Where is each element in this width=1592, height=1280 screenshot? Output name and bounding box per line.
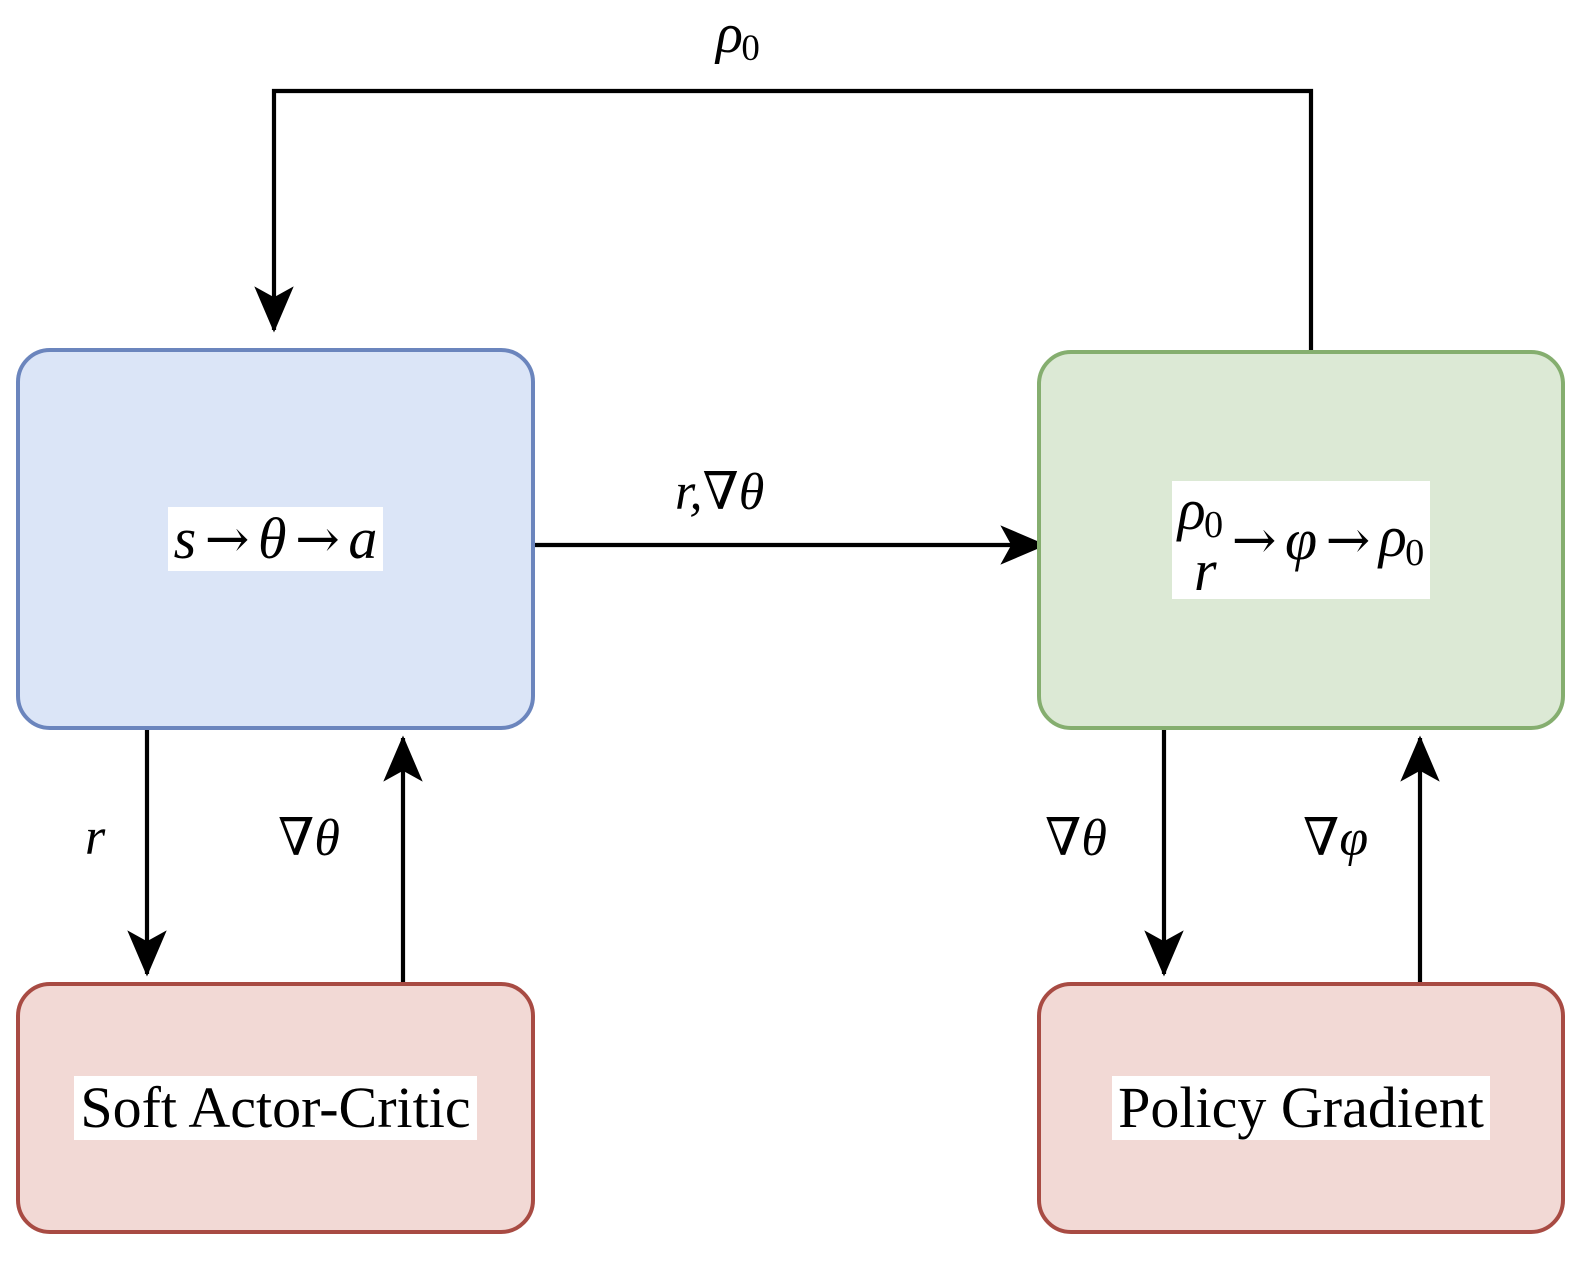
symbol-action: a [348, 506, 378, 572]
input-reward: r [1193, 537, 1217, 603]
node-pg-algorithm[interactable]: Policy Gradient [1037, 982, 1565, 1234]
symbol-state: s [173, 506, 197, 572]
edge-label-rho0-top: ρ0 [716, 3, 760, 69]
arrow-right-icon: → [1325, 507, 1371, 571]
arrow-right-icon: → [295, 506, 340, 570]
node-sac-policy[interactable]: s → θ → a [16, 348, 535, 730]
node-sac-algorithm[interactable]: Soft Actor-Critic [16, 982, 535, 1234]
subscript-zero: 0 [1405, 531, 1425, 574]
edge-label-reward-left: r [85, 809, 106, 866]
node-pg-algorithm-label: Policy Gradient [1112, 1076, 1490, 1140]
arrow-right-icon: → [204, 506, 250, 570]
nabla-icon: ∇ [1303, 808, 1340, 868]
nabla-icon: ∇ [1045, 808, 1082, 868]
symbol-theta: θ [258, 506, 287, 572]
subscript-zero: 0 [1204, 504, 1224, 547]
nabla-icon: ∇ [702, 462, 739, 522]
arrow-right-icon: → [1231, 507, 1277, 571]
edge-label-grad-phi-right: ∇φ [1303, 808, 1369, 868]
output-rho0: ρ0 [1378, 504, 1425, 574]
edge-label-grad-theta-left: ∇θ [278, 808, 340, 868]
edge-label-r-grad-theta: r,∇θ [675, 462, 765, 522]
subscript-zero: 0 [741, 27, 760, 69]
input-rho0: ρ0 [1177, 477, 1224, 547]
symbol-phi: φ [1284, 507, 1318, 573]
node-sac-policy-label: s → θ → a [167, 506, 384, 572]
edge-pg-model-to-sac-policy [254, 88, 1314, 350]
node-pg-model-inputs: ρ0 r [1177, 477, 1224, 603]
edge-label-grad-theta-right: ∇θ [1045, 808, 1107, 868]
node-pg-model-label: ρ0 r → φ → ρ0 [1171, 477, 1431, 603]
node-sac-algorithm-label: Soft Actor-Critic [74, 1076, 477, 1140]
nabla-icon: ∇ [278, 808, 315, 868]
node-pg-model[interactable]: ρ0 r → φ → ρ0 [1037, 350, 1565, 730]
